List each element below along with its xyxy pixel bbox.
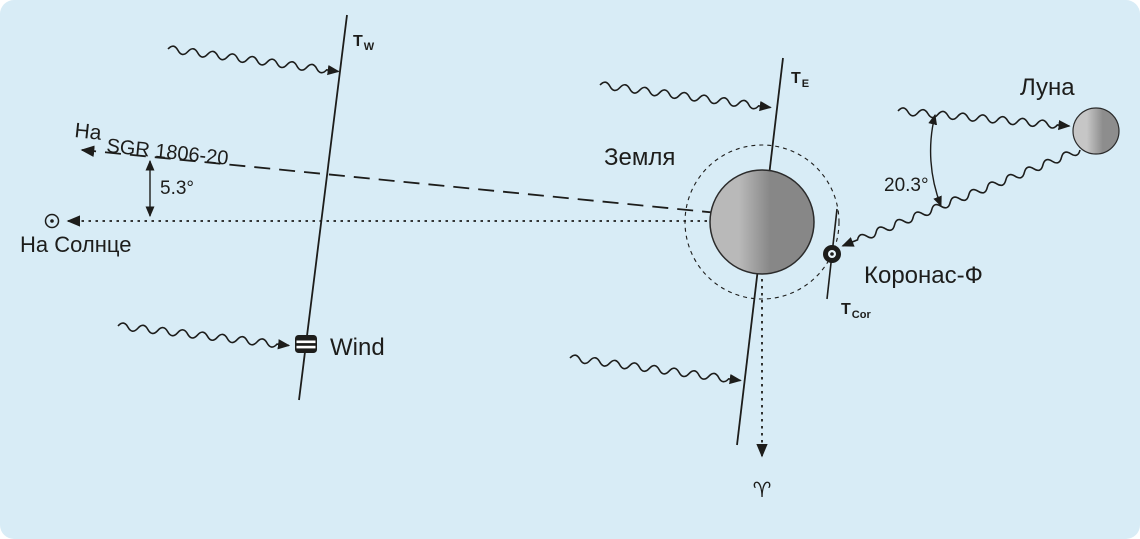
- vernal-equinox-symbol: ♈: [753, 478, 772, 502]
- sgr-direction-line: [80, 145, 719, 214]
- angle-20-3-arc: [928, 113, 942, 208]
- koronas-satellite-icon: [823, 245, 841, 263]
- wind-satellite-icon: [295, 335, 317, 353]
- koronas-orbit-circle: [684, 144, 840, 300]
- koronas-label: Коронас-Ф: [864, 262, 983, 289]
- wavefront-tcor-label: TCor: [841, 301, 871, 321]
- gamma-ray-arrow-to-moon: [897, 107, 1071, 131]
- wavefront-te-label: TE: [791, 70, 809, 90]
- earth-label: Земля: [604, 144, 675, 171]
- gamma-ray-arrow-te-upper: [599, 81, 772, 112]
- to-sun-label: На Солнце: [20, 232, 131, 257]
- to-sgr-prefix-label: На: [73, 119, 102, 145]
- gamma-ray-arrow-tw-upper: [167, 45, 340, 76]
- angle-5-3-label: 5.3°: [160, 178, 194, 199]
- wind-label: Wind: [330, 334, 385, 361]
- earth-circle: [709, 169, 815, 275]
- angle-20-3-label: 20.3°: [884, 175, 929, 196]
- gamma-ray-arrow-moon-to-koronas: [841, 149, 1081, 247]
- wavefront-tw-label: TW: [353, 33, 375, 53]
- sun-symbol-icon: [44, 213, 60, 229]
- gamma-ray-arrow-te-lower: [569, 354, 742, 385]
- gamma-ray-arrow-to-wind: [117, 322, 291, 350]
- moon-circle: [1072, 107, 1120, 155]
- moon-label: Луна: [1020, 74, 1075, 101]
